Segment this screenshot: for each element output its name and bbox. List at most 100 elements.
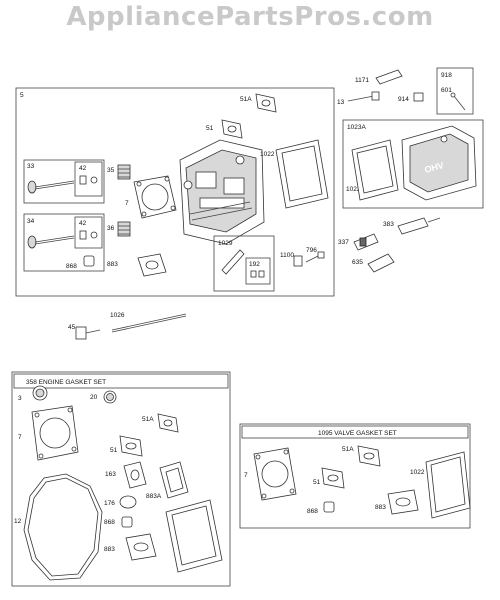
label-337: 337 xyxy=(338,239,349,246)
box-34 xyxy=(23,213,105,272)
label-914: 914 xyxy=(398,96,409,103)
label-868-top: 868 xyxy=(66,263,77,270)
box-34-label: 34 xyxy=(27,218,35,225)
label-883-top: 883 xyxy=(107,261,118,268)
push-rod-1026 xyxy=(111,313,187,333)
label-51a-top: 51A xyxy=(240,96,252,103)
breather-tube-601 xyxy=(450,92,466,111)
cover-ohv-mark: OHV xyxy=(423,160,444,175)
gasket-51-top xyxy=(221,119,243,139)
label-g163: 163 xyxy=(105,471,116,478)
bolt-13 xyxy=(347,91,380,102)
cylinder-head-assembly-box xyxy=(15,87,335,297)
valve-cover-gasket-1022-set xyxy=(165,499,223,573)
head-gasket-7-top xyxy=(133,175,177,219)
label-7-top: 7 xyxy=(125,200,129,207)
box-42-upper-label: 42 xyxy=(79,165,87,172)
assembly-box-label: 5 xyxy=(20,92,24,99)
gasket-51-valve-set xyxy=(321,467,345,489)
box-42-upper xyxy=(74,161,103,197)
rocker-stud-1100 xyxy=(293,255,303,267)
breather-868-valve-set xyxy=(323,501,335,513)
oil-seal-20 xyxy=(103,390,117,404)
valve-gasket-set-box xyxy=(239,423,471,529)
label-1022-cover: 1022 xyxy=(346,186,361,193)
label-13: 13 xyxy=(337,99,345,106)
head-gasket-7-valve-set xyxy=(253,447,297,501)
label-g12: 12 xyxy=(14,518,22,525)
gasket-883-set xyxy=(125,533,157,561)
label-601: 601 xyxy=(441,87,452,94)
valve-cover-gasket-1022-cover xyxy=(351,139,399,201)
label-g3: 3 xyxy=(18,395,22,402)
valve-gasket-set-title: 1095 VALVE GASKET SET xyxy=(318,430,397,437)
nut-914 xyxy=(413,92,424,102)
label-35: 35 xyxy=(107,167,115,174)
label-g883a: 883A xyxy=(146,493,162,500)
label-v7: 7 xyxy=(244,472,248,479)
gasket-51-set xyxy=(119,435,143,457)
label-g176: 176 xyxy=(104,500,115,507)
box-33-label: 33 xyxy=(27,163,35,170)
rocker-arm xyxy=(221,249,265,278)
box-192 xyxy=(245,257,271,285)
box-918 xyxy=(436,67,474,115)
valve-spring-36 xyxy=(117,221,131,237)
engine-gasket-set-title: 358 ENGINE GASKET SET xyxy=(26,379,106,386)
part-1171 xyxy=(375,69,403,85)
o-ring-176 xyxy=(119,495,137,509)
label-v51: 51 xyxy=(313,479,321,486)
label-45: 45 xyxy=(68,324,76,331)
box-1029 xyxy=(213,235,275,292)
box-42-lower xyxy=(74,216,103,249)
label-1100: 1100 xyxy=(280,252,294,259)
valve-cover-1023a: OHV xyxy=(401,125,477,201)
gasket-163 xyxy=(123,461,147,489)
label-g51: 51 xyxy=(110,447,118,454)
breather-868-top xyxy=(83,255,95,267)
label-v1022: 1022 xyxy=(410,469,425,476)
engine-gasket-set-header xyxy=(13,373,229,389)
label-v51a: 51A xyxy=(342,446,354,453)
label-1171: 1171 xyxy=(355,77,369,84)
box-1029-label: 1029 xyxy=(218,240,233,247)
gasket-883-valve-set xyxy=(387,489,419,515)
label-g7: 7 xyxy=(18,434,22,441)
label-383: 383 xyxy=(383,221,394,228)
gasket-51a-top xyxy=(255,93,277,113)
gasket-883a xyxy=(159,461,189,499)
label-g20: 20 xyxy=(90,394,98,401)
box-42-lower-label: 42 xyxy=(79,220,87,227)
breather-868-set xyxy=(121,516,133,528)
label-36: 36 xyxy=(107,225,115,232)
gasket-51a-set xyxy=(157,413,179,433)
valve-spring-35 xyxy=(117,164,131,180)
engine-gasket-set-box xyxy=(11,371,231,587)
valve-cover-gasket-1022-top xyxy=(275,139,329,209)
box-1023a xyxy=(342,119,484,209)
tappet-45 xyxy=(75,326,101,340)
gasket-51a-valve-set xyxy=(357,445,381,467)
guide-plate-796 xyxy=(305,251,325,263)
box-192-label: 192 xyxy=(249,261,260,268)
cylinder-head xyxy=(179,139,265,245)
valve-cover-gasket-1022-valve-set xyxy=(425,451,471,519)
spark-plug-337 xyxy=(353,233,379,251)
box-1023a-label: 1023A xyxy=(347,124,366,131)
label-1022-top: 1022 xyxy=(260,151,275,158)
label-51-top: 51 xyxy=(206,125,214,132)
gasket-883-top xyxy=(137,253,167,277)
crankcase-gasket-12 xyxy=(23,473,103,581)
label-v868: 868 xyxy=(307,508,318,515)
exhaust-valve xyxy=(27,230,98,249)
intake-valve xyxy=(27,175,98,194)
spark-plug-cap-635 xyxy=(367,253,395,273)
head-gasket-7-set xyxy=(31,405,79,461)
valve-gasket-set-header xyxy=(241,425,469,439)
box-918-label: 918 xyxy=(441,72,452,79)
label-g868: 868 xyxy=(104,519,115,526)
box-33 xyxy=(23,159,105,204)
spark-plug-lead-383 xyxy=(397,217,441,235)
label-1026: 1026 xyxy=(110,312,125,319)
